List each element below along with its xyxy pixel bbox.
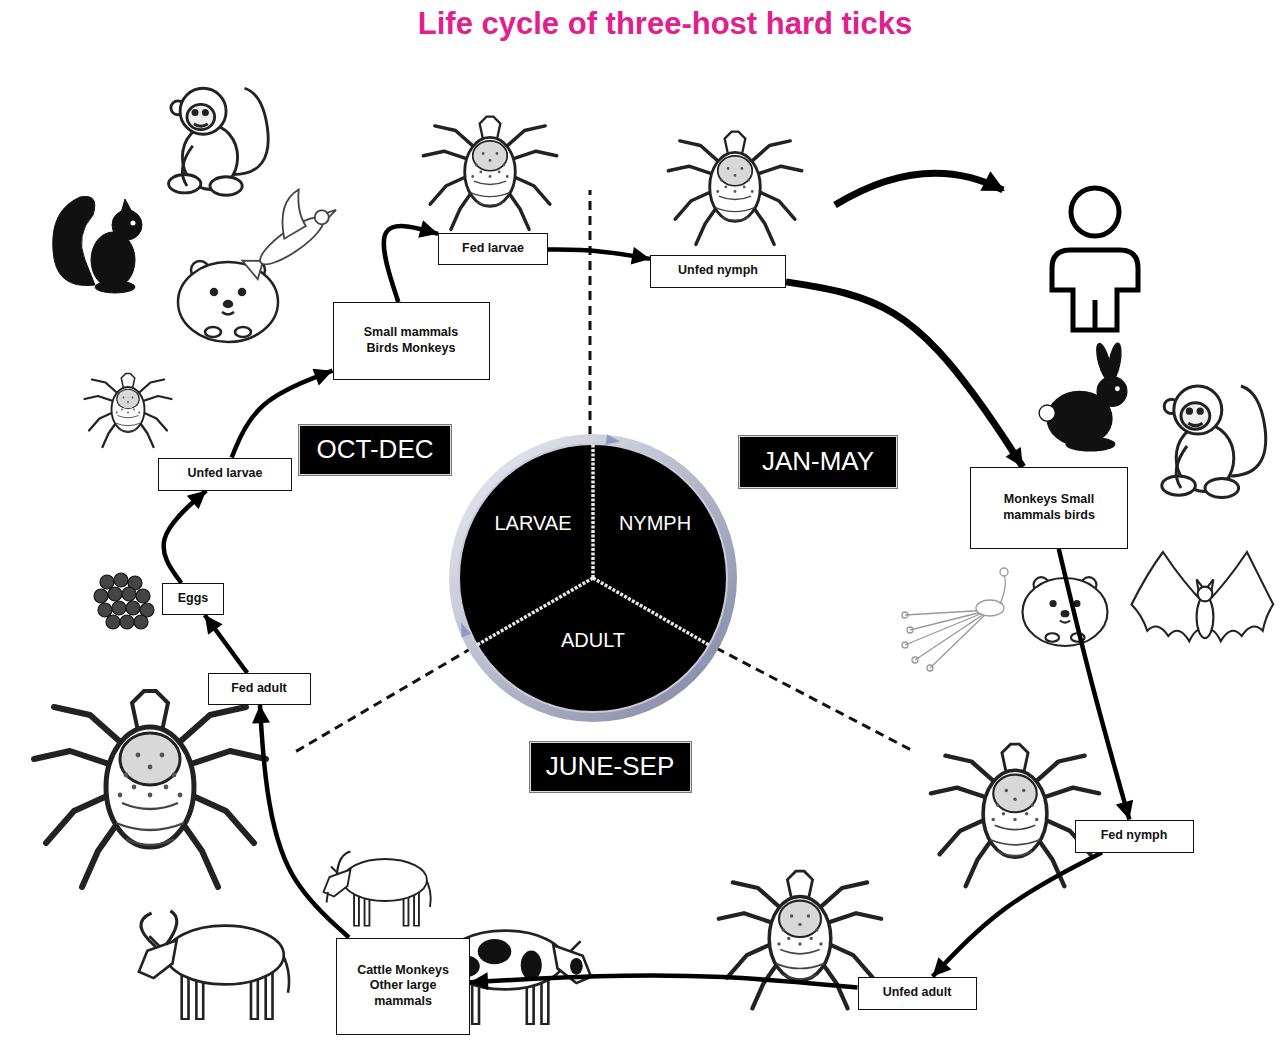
goat-figure [324, 852, 431, 927]
cycle-arrow [205, 615, 248, 673]
buffalo-figure [139, 911, 289, 1020]
box-label: Fed adult [231, 681, 287, 697]
stage-label: NYMPH [619, 512, 691, 535]
hamster-figure [1023, 577, 1108, 646]
season-box: JAN-MAY [739, 436, 897, 488]
wheel-arrow [456, 621, 471, 638]
box-label: Small mammals Birds Monkeys [356, 325, 466, 356]
box-label: Cattle Monkeys Other large mammals [353, 963, 453, 1010]
bat-figure [1132, 552, 1274, 641]
box-label: Unfed nymph [678, 263, 758, 279]
host-box: Monkeys Small mammals birds [970, 467, 1128, 549]
season-box: JUNE-SEP [530, 742, 691, 792]
box-label: Eggs [178, 591, 209, 607]
stage-label: LARVAE [494, 512, 571, 535]
host-box: Cattle Monkeys Other large mammals [336, 938, 470, 1035]
wheel-divider [591, 444, 595, 578]
box-label: Fed nymph [1101, 828, 1168, 844]
stage-box: Unfed adult [858, 977, 977, 1010]
human-arrow [835, 173, 1003, 205]
peacock-figure [902, 568, 1008, 671]
fed-larva-figure [423, 117, 556, 230]
stage-box: Eggs [162, 583, 224, 615]
stage-box: Fed nymph [1075, 820, 1194, 853]
box-label: Monkeys Small mammals birds [999, 492, 1099, 523]
stage-wheel: LARVAE NYMPH ADULT [448, 433, 738, 723]
egg-cluster [94, 573, 154, 629]
stage-label: ADULT [561, 629, 625, 652]
wheel-arrow [694, 656, 710, 673]
cycle-arrow [260, 705, 349, 938]
squirrel-figure [53, 196, 142, 293]
stage-box: Fed adult [208, 673, 311, 705]
season-divider [295, 190, 915, 752]
season-label: OCT-DEC [317, 435, 434, 465]
wheel-disc [459, 444, 727, 712]
box-label: Fed larvae [462, 241, 524, 257]
cycle-arrow [470, 975, 858, 987]
unfed-nymph-figure [668, 132, 801, 245]
cycle-arrow [1059, 549, 1130, 820]
hamster-figure [178, 261, 278, 342]
unfed-larva-figure [85, 374, 172, 448]
wheel-ring [449, 434, 737, 722]
human-figure [1052, 188, 1138, 330]
season-label: JUNE-SEP [546, 752, 675, 782]
diagram-title: Life cycle of three-host hard ticks [418, 6, 912, 42]
monkey-figure [169, 88, 269, 195]
monkey-figure [1162, 386, 1266, 498]
cycle-arrow [933, 853, 1102, 977]
stage-box: Unfed nymph [650, 255, 786, 288]
bird-figure [227, 179, 343, 281]
fed-adult-figure [34, 691, 266, 887]
rabbit-figure [1039, 342, 1127, 451]
cycle-arrow [548, 250, 650, 259]
box-label: Unfed larvae [187, 466, 262, 482]
season-box: OCT-DEC [299, 425, 451, 475]
stage-box: Unfed larvae [158, 458, 292, 491]
wheel-arrow [606, 435, 621, 447]
cycle-arrow [384, 226, 438, 302]
wheel-shape [448, 433, 738, 723]
host-box: Small mammals Birds Monkeys [333, 302, 490, 380]
stage-box: Fed larvae [438, 233, 548, 265]
season-label: JAN-MAY [762, 447, 874, 477]
cycle-arrow [164, 491, 207, 584]
box-label: Unfed adult [883, 985, 952, 1001]
